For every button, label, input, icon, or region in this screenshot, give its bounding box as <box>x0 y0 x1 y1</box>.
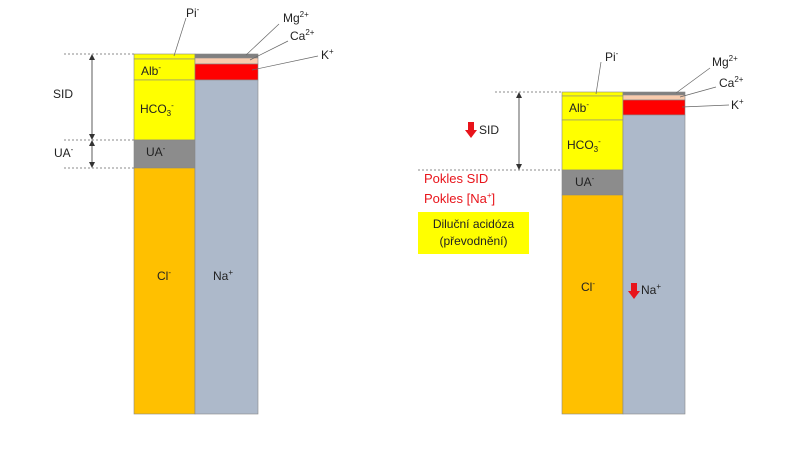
right-ca-label: Ca2+ <box>719 75 744 90</box>
right-ua-label: UA- <box>575 174 595 189</box>
right-alb-bar <box>561 95 624 121</box>
left-pi-leader <box>173 17 187 57</box>
right-na-label: Na+ <box>641 282 662 297</box>
left-ca-bar <box>194 57 259 65</box>
left-cl-bar <box>133 167 196 415</box>
right-k-leader <box>681 104 730 108</box>
pokles-sid-text: Pokles SID <box>424 171 489 186</box>
left-ua-bar <box>133 139 196 169</box>
left-ca-label: Ca2+ <box>290 28 315 43</box>
right-alb-label: Alb- <box>569 100 590 115</box>
left-diagram <box>64 17 319 415</box>
left-pi-bar <box>133 53 196 60</box>
right-hco3-label: HCO3- <box>567 137 601 154</box>
right-cl-label: Cl- <box>581 279 596 294</box>
left-k-bar <box>194 63 259 81</box>
left-hco3-bar <box>133 79 196 141</box>
left-sid-label: SID <box>53 87 74 101</box>
left-ua-side-label: UA- <box>54 145 74 160</box>
right-k-label: K+ <box>731 97 744 112</box>
left-ua-label: UA- <box>146 144 166 159</box>
right-mg-leader <box>675 67 711 94</box>
left-mg-label: Mg2+ <box>283 10 309 25</box>
right-mg-bar <box>622 91 686 96</box>
right-ca-leader <box>679 86 717 98</box>
left-alb-label: Alb- <box>141 63 162 78</box>
left-k-label: K+ <box>321 47 334 62</box>
right-pi-bar <box>561 91 624 97</box>
right-pi-leader <box>595 61 602 95</box>
left-cl-label: Cl- <box>157 268 172 283</box>
right-hco3-bar <box>561 119 624 171</box>
na-decrease-arrow-icon <box>628 283 640 299</box>
right-diagram <box>418 61 730 415</box>
left-ca-leader <box>249 40 289 61</box>
left-mg-leader <box>245 23 280 56</box>
right-sid-label: SID <box>479 123 500 137</box>
left-na-label: Na+ <box>213 268 234 283</box>
right-k-bar <box>622 99 686 116</box>
right-cl-bar <box>561 194 624 415</box>
right-ca-bar <box>622 94 686 101</box>
left-hco3-label: HCO3- <box>140 101 174 118</box>
right-na-bar <box>622 114 686 415</box>
sid-decrease-arrow-icon <box>465 122 477 138</box>
dilution-line-1: Diluční acidóza <box>432 217 515 231</box>
left-k-leader <box>251 55 319 71</box>
right-ua-bar <box>561 169 624 196</box>
left-pi-label: Pi- <box>186 5 200 20</box>
right-pi-label: Pi- <box>605 49 619 64</box>
dilution-acidosis-note: Diluční acidóza (převodnění) <box>418 212 529 254</box>
pokles-na-text: Pokles [Na+] <box>424 191 496 206</box>
left-mg-bar <box>194 53 259 59</box>
right-mg-label: Mg2+ <box>712 54 738 69</box>
dilution-line-2: (převodnění) <box>439 234 508 248</box>
left-na-bar <box>194 79 259 415</box>
